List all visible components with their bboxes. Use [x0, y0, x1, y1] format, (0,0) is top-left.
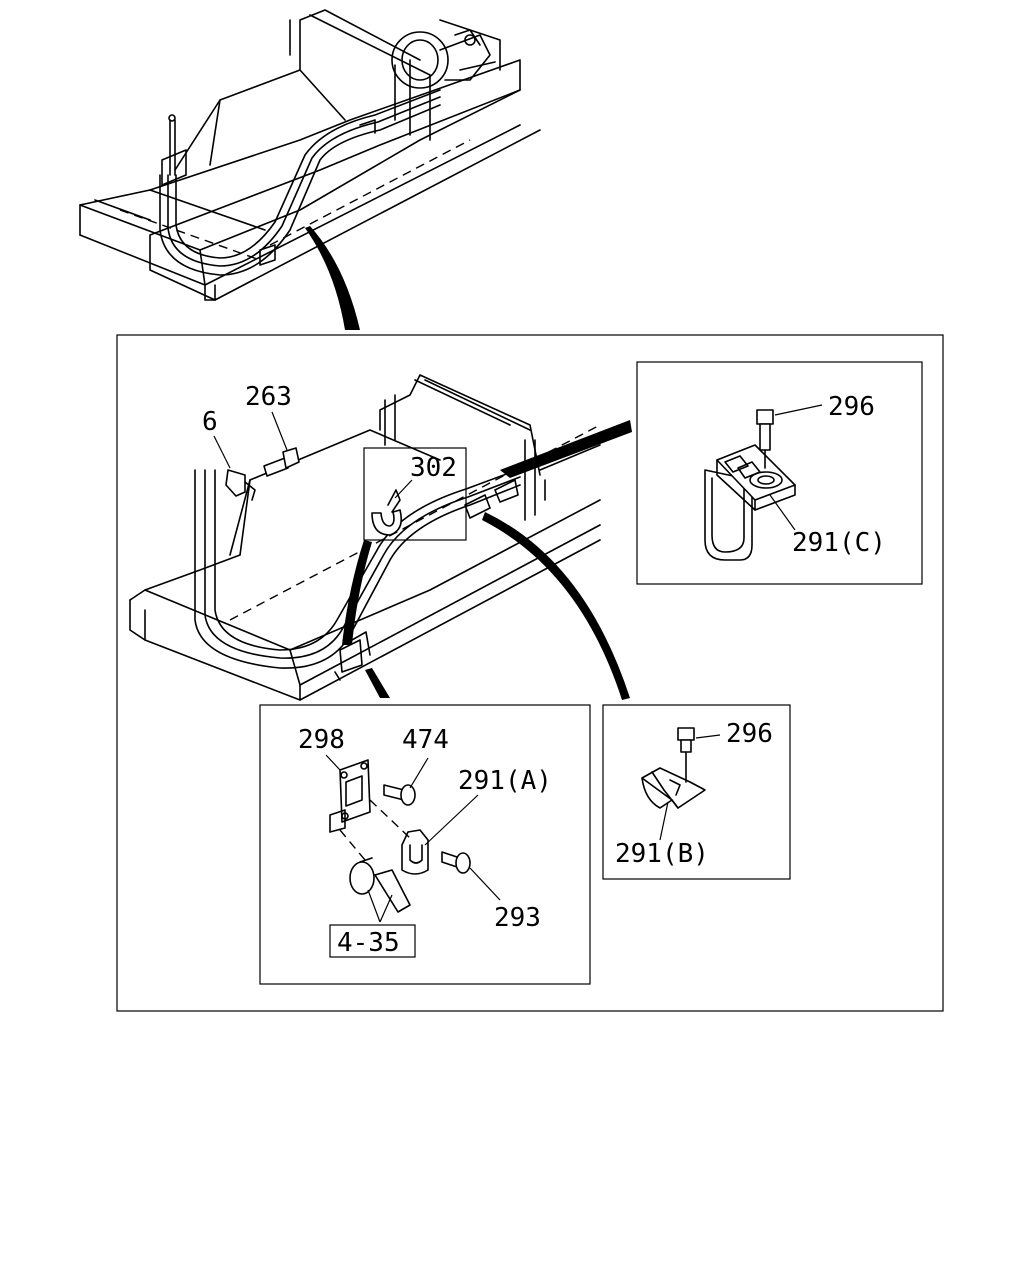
- assembly-line-a: [369, 799, 411, 839]
- part-263-bolt: [263, 447, 300, 477]
- callout-296-lower: 296: [726, 719, 773, 749]
- part-291a-clamp: [401, 829, 429, 875]
- leader-line-293: [469, 867, 501, 901]
- callout-4-35: 4-35: [337, 928, 400, 958]
- callout-291b: 291(B): [615, 839, 709, 869]
- overview-frame-drawing: [79, 9, 541, 301]
- part-6-clip: [225, 469, 256, 501]
- leader-line-291b: [659, 801, 669, 841]
- part-298-bracket: [329, 759, 371, 833]
- detail-box-298: [259, 704, 591, 985]
- pointer-291c: [500, 420, 632, 478]
- callout-291c: 291(C): [792, 528, 886, 558]
- callout-291a: 291(A): [458, 766, 552, 796]
- detail-box-291b: [602, 704, 791, 880]
- part-296-bolt-lower: [677, 727, 695, 783]
- callout-302: 302: [410, 453, 457, 483]
- part-302-clip: [371, 489, 403, 536]
- callout-298: 298: [298, 725, 345, 755]
- pointer-302: [342, 540, 372, 645]
- leader-line-6: [213, 435, 231, 469]
- callout-box-302: [363, 447, 467, 541]
- part-293-bolt: [441, 851, 471, 874]
- detail-frame-drawing: [129, 374, 601, 701]
- callout-474: 474: [402, 725, 449, 755]
- leader-line-263: [271, 411, 288, 451]
- part-474-bolt: [383, 784, 416, 806]
- callout-296-top: 296: [828, 392, 875, 422]
- leader-line-298: [325, 754, 341, 771]
- pointer-291b: [482, 512, 630, 700]
- pointer-arrow-overview: [305, 226, 360, 330]
- leader-line-296-lower: [695, 734, 721, 739]
- assembly-line-b: [339, 829, 366, 861]
- leader-line-474: [409, 757, 429, 789]
- part-291c-clamp: [704, 444, 796, 561]
- callout-293: 293: [494, 903, 541, 933]
- detail-frame-box: [116, 334, 944, 1012]
- leader-line-296-top: [774, 404, 823, 416]
- leader-line-291a: [424, 794, 479, 846]
- leader-line-302: [394, 479, 413, 499]
- leader-line-4-35-a: [367, 889, 381, 923]
- detail-box-291c: [636, 361, 923, 585]
- callout-6: 6: [202, 407, 218, 437]
- ref-box-4-35: [329, 924, 416, 958]
- leader-line-4-35-b: [379, 894, 393, 923]
- leader-line-291c: [769, 494, 796, 531]
- callout-263: 263: [245, 382, 292, 412]
- part-296-bolt-top: [756, 409, 774, 469]
- part-4-35-fasteners: [349, 857, 411, 913]
- pointer-298: [365, 668, 390, 698]
- part-291b-clamp: [641, 767, 706, 809]
